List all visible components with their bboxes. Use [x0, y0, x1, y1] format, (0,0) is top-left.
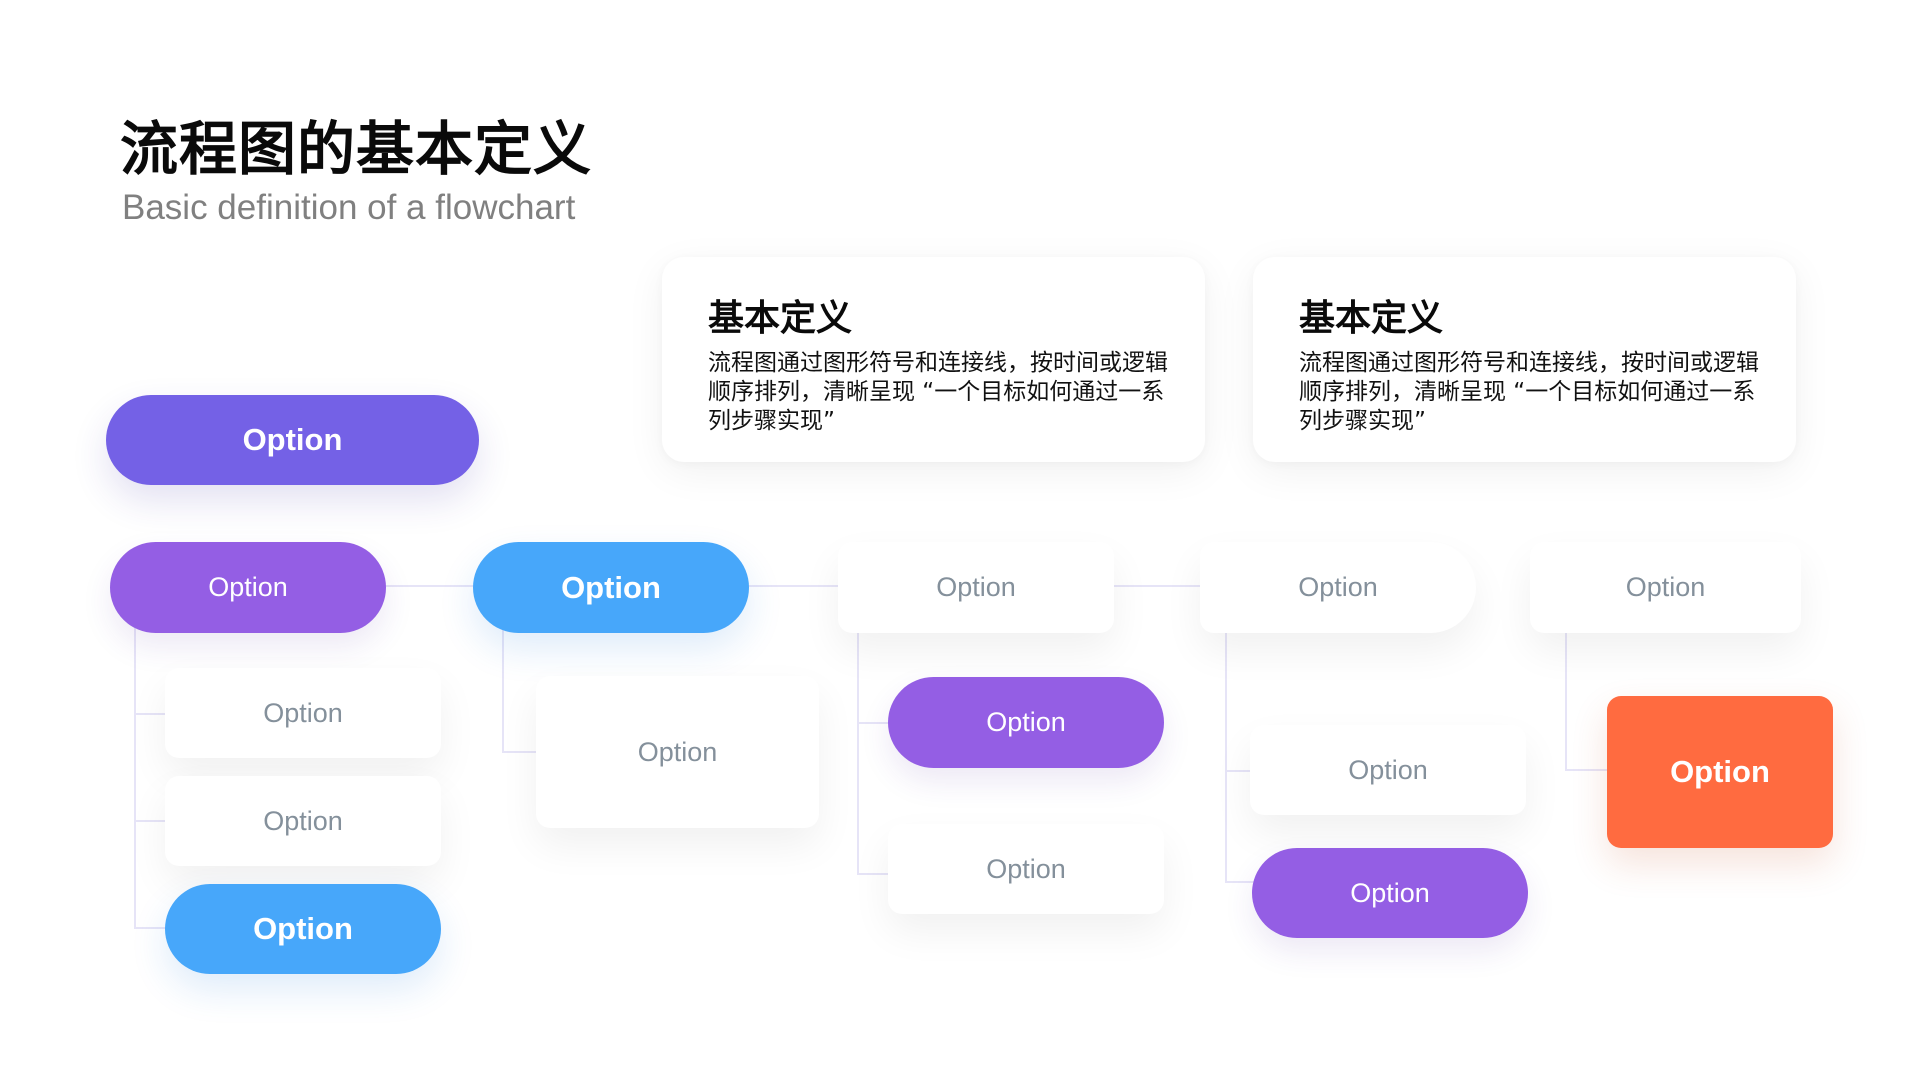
- page-title: 流程图的基本定义: [120, 115, 593, 183]
- definition-card-1: 基本定义 流程图通过图形符号和连接线，按时间或逻辑顺序排列，清晰呈现 “一个目标…: [662, 257, 1205, 462]
- card-title: 基本定义: [708, 298, 853, 339]
- node-label: Option: [986, 707, 1066, 737]
- connector-line: [1225, 881, 1255, 883]
- col3-child-node-1[interactable]: Option: [888, 677, 1164, 768]
- col1-child-node-2[interactable]: Option: [165, 776, 441, 866]
- connector-line: [134, 713, 169, 715]
- connector-line: [1565, 769, 1610, 771]
- connector-line: [502, 628, 504, 752]
- card-title: 基本定义: [1299, 298, 1444, 339]
- connector-line: [502, 751, 538, 753]
- node-label: Option: [263, 697, 343, 728]
- start-node[interactable]: Option: [106, 395, 479, 485]
- card-body: 流程图通过图形符号和连接线，按时间或逻辑顺序排列，清晰呈现 “一个目标如何通过一…: [708, 350, 1168, 434]
- col2-head-node[interactable]: Option: [473, 542, 749, 633]
- col3-child-node-2[interactable]: Option: [888, 824, 1164, 914]
- node-label: Option: [936, 572, 1016, 602]
- node-label: Option: [1298, 572, 1378, 602]
- connector-line: [857, 628, 859, 874]
- col5-head-node[interactable]: Option: [1530, 542, 1801, 633]
- connector-line: [380, 585, 480, 587]
- col2-child-node-1[interactable]: Option: [536, 676, 819, 828]
- connector-line: [857, 873, 892, 875]
- connector-line: [1225, 628, 1227, 882]
- node-label: Option: [637, 736, 718, 767]
- node-label: Option: [242, 422, 343, 457]
- col1-child-node-3[interactable]: Option: [165, 884, 441, 974]
- definition-card-2: 基本定义 流程图通过图形符号和连接线，按时间或逻辑顺序排列，清晰呈现 “一个目标…: [1253, 257, 1796, 462]
- node-label: Option: [208, 572, 288, 602]
- node-label: Option: [263, 805, 343, 836]
- node-label: Option: [986, 853, 1066, 884]
- connector-line: [134, 820, 169, 822]
- col1-child-node-1[interactable]: Option: [165, 668, 441, 758]
- connector-line: [740, 585, 840, 587]
- page-subtitle: Basic definition of a flowchart: [122, 188, 576, 227]
- node-label: Option: [1350, 877, 1430, 908]
- connector-line: [1565, 628, 1567, 770]
- node-label: Option: [1625, 572, 1706, 602]
- node-label: Option: [253, 911, 353, 946]
- connector-line: [1110, 585, 1205, 587]
- col1-head-node[interactable]: Option: [110, 542, 386, 633]
- col5-child-node-1[interactable]: Option: [1607, 696, 1833, 848]
- connector-line: [857, 722, 892, 724]
- connector-line: [134, 628, 136, 928]
- col3-head-node[interactable]: Option: [838, 542, 1114, 633]
- card-body: 流程图通过图形符号和连接线，按时间或逻辑顺序排列，清晰呈现 “一个目标如何通过一…: [1299, 350, 1759, 434]
- node-label: Option: [561, 569, 661, 605]
- connector-line: [1225, 770, 1255, 772]
- node-label: Option: [1670, 754, 1770, 789]
- node-label: Option: [1348, 754, 1428, 785]
- col4-child-node-2[interactable]: Option: [1252, 848, 1528, 938]
- col4-head-node[interactable]: Option: [1200, 542, 1476, 633]
- col4-child-node-1[interactable]: Option: [1250, 725, 1526, 815]
- connector-line: [134, 927, 169, 929]
